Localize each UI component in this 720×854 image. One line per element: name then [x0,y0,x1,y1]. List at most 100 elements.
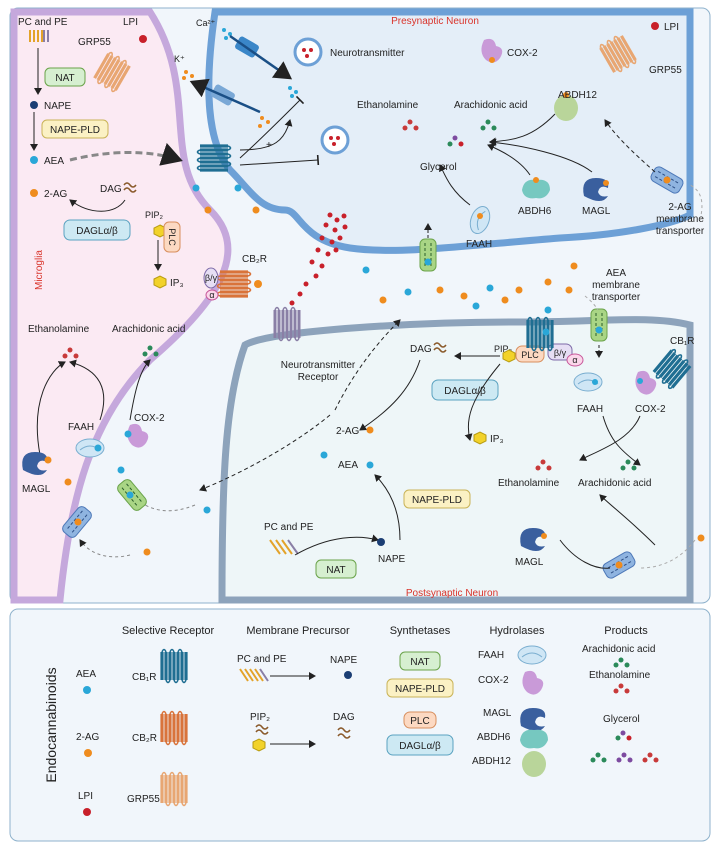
mg-nat-box [44,67,86,87]
post-nape-pld-box [403,489,471,509]
mg-grp55-label: GRP55 [78,37,111,48]
pre-transporter-3: transporter [656,226,705,237]
pre-abdh12-label: ABDH12 [558,90,597,101]
nt-receptor-2: Receptor [298,372,339,383]
legend-cb2r-receptor [160,709,188,747]
pre-magl-label: MAGL [582,206,611,217]
mg-cox2-label: COX-2 [134,413,165,424]
mg-cb2r-label: CB₂R [242,254,267,265]
mg-cb2r-receptor [215,270,253,298]
legend-nape-pld-box [386,678,454,698]
post-2ag: 2-AG [336,426,360,437]
mg-2ag: 2-AG [44,189,68,200]
pre-vesicle-1 [293,37,323,67]
mg-nape-pld: NAPE-PLD [50,125,100,136]
post-transporter-3: transporter [592,292,641,303]
cleft-transporter [419,238,437,272]
pre-cox2-label: COX-2 [507,48,538,59]
pre-plus: + [266,140,272,151]
post-magl-label: MAGL [515,557,544,568]
legend-cox2: COX-2 [478,675,509,686]
post-dagl: DAGLα/β [444,386,486,397]
legend-col-synthetases: Synthetases [390,625,451,637]
post-cb1r-label: CB₁R [670,336,695,347]
post-nape: NAPE [378,554,406,565]
mg-bg: β/γ [205,273,218,283]
legend-nat: NAT [410,657,429,668]
mg-arachidonic: Arachidonic acid [112,324,185,335]
post-pip2: PIP₂ [494,344,513,354]
mg-magl-label: MAGL [22,484,51,495]
legend-abdh12-shape [522,751,546,777]
post-dagl-box [431,379,499,401]
legend-plc-box [403,711,437,729]
mg-pc-pe: PC and PE [18,17,68,28]
postsynaptic-cell [218,316,694,604]
legend-col-products: Products [604,625,648,637]
post-aea-transporter [590,308,608,342]
postsynaptic-title: Postsynaptic Neuron [406,588,498,599]
legend-col-precursor: Membrane Precursor [246,625,350,637]
legend-nape-dot [344,671,352,679]
legend-abdh6-shape [520,729,548,749]
post-arachidonic: Arachidonic acid [578,478,651,489]
legend-cb1r-receptor [160,647,188,685]
pre-faah-label: FAAH [466,239,492,250]
mg-lpi-label: LPI [123,17,138,28]
legend-dagl-box [386,734,454,756]
mg-dagl-box [63,219,131,241]
legend-arachidonic: Arachidonic acid [582,644,655,655]
post-bg: β/γ [554,348,567,358]
legend-2ag: 2-AG [76,732,100,743]
mg-aea: AEA [44,156,64,167]
mg-nat: NAT [55,73,74,84]
mg-pc-pe-lipid [29,30,43,42]
legend-pc-pe-lipid [239,668,264,682]
mg-pip2: PIP₂ [145,210,164,220]
mg-plc: PLC [167,228,177,246]
post-nat-box [315,559,357,579]
pre-vesicle-2 [320,125,350,155]
pre-glycerol: Glycerol [420,162,457,173]
legend-title: Endocannabinoids [43,667,59,782]
legend-2ag-dot [84,749,92,757]
pre-cb1r-receptor [195,144,233,172]
legend-cb1r: CB₁R [132,672,157,683]
legend-abdh12: ABDH12 [472,756,511,767]
nt-receptor [273,306,301,342]
pre-lpi: LPI [664,22,679,33]
mg-faah-label: FAAH [68,422,94,433]
pre-transporter-1: 2-AG [668,202,692,213]
post-pc-pe: PC and PE [264,522,314,533]
legend-plc: PLC [410,716,429,727]
post-cox2-label: COX-2 [635,404,666,415]
pre-abdh6-label: ABDH6 [518,206,552,217]
legend-lpi-dot [83,808,91,816]
post-dag: DAG [410,344,432,355]
pre-k: K⁺ [174,54,185,64]
post-alpha: α [572,355,577,365]
legend-pip2: PIP₂ [250,712,270,723]
legend-faah: FAAH [478,650,504,661]
mg-ip3: IP₃ [170,278,184,289]
pre-ethanolamine: Ethanolamine [357,100,419,111]
pre-ca: Ca²⁺ [196,18,216,28]
legend-col-hydrolases: Hydrolases [489,625,545,637]
legend-grp55: GRP55 [127,794,160,805]
post-ethanolamine: Ethanolamine [498,478,560,489]
legend-magl: MAGL [483,708,512,719]
mg-alpha: α [209,290,214,300]
mg-ethanolamine: Ethanolamine [28,324,90,335]
legend-aea-dot [83,686,91,694]
legend-ethanolamine: Ethanolamine [589,670,651,681]
legend-aea: AEA [76,669,96,680]
legend-lpi: LPI [78,791,93,802]
post-aea: AEA [338,460,358,471]
post-ip3: IP₃ [490,434,504,445]
legend-cb2r: CB₂R [132,733,157,744]
legend-glycerol: Glycerol [603,714,640,725]
mg-nape-pld-box [41,119,109,139]
post-transporter-2: membrane [592,280,640,291]
mg-nape: NAPE [44,101,72,112]
